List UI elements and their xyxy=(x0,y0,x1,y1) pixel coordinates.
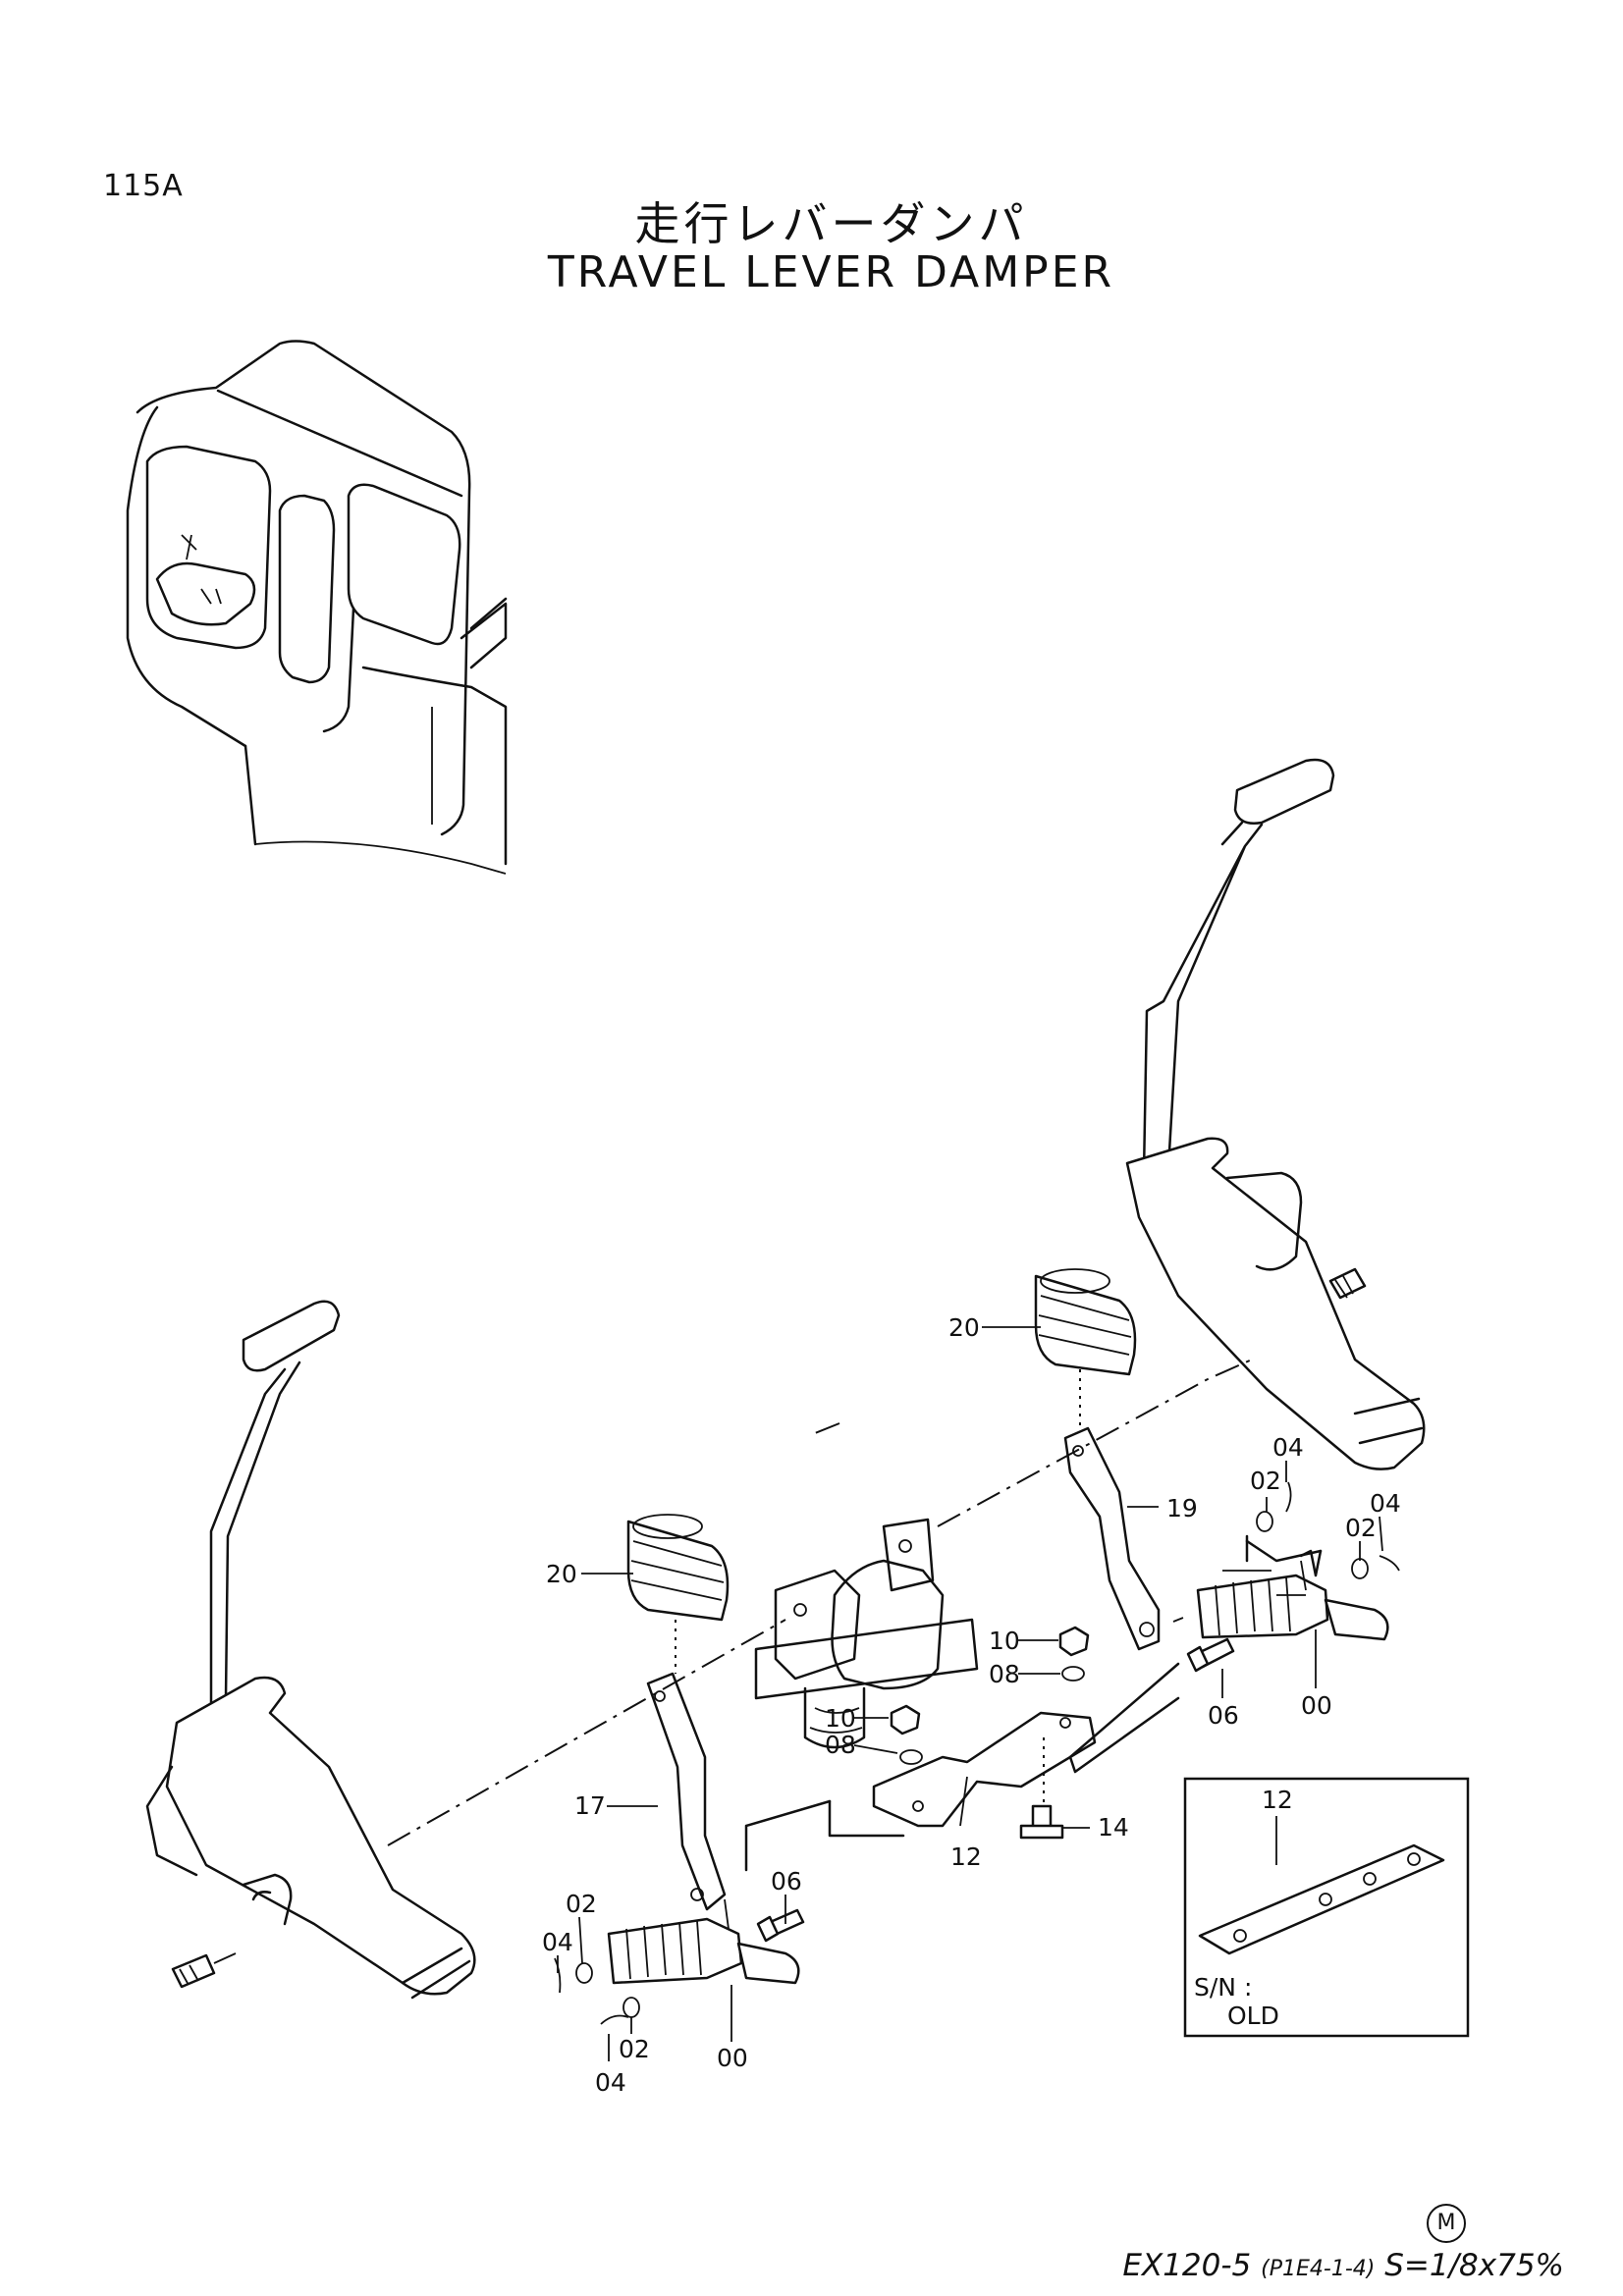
callout-08-upper: 08 xyxy=(989,1660,1020,1688)
bracket-17 xyxy=(646,1672,727,1911)
bolt-14 xyxy=(1019,1804,1064,1840)
callout-02-upper-right: 02 xyxy=(1345,1514,1377,1542)
inset-part-number: 12 xyxy=(1262,1786,1293,1814)
callout-04-lower-right: 04 xyxy=(595,2068,626,2097)
footer-reference: (P1E4-1-4) xyxy=(1261,2257,1376,2281)
callout-17: 17 xyxy=(574,1791,606,1820)
page-title-japanese: 走行レバーダンパ xyxy=(634,197,1028,250)
leader-lines xyxy=(557,1326,1383,2061)
callout-labels: 20 20 19 17 12 14 10 08 10 08 06 06 00 0… xyxy=(542,1313,1401,2097)
inset-old-plate: 12 S/N : OLD xyxy=(1183,1777,1470,2038)
left-travel-lever xyxy=(145,1300,476,2000)
callout-08-lower: 08 xyxy=(825,1731,856,1759)
inset-sn-value: OLD xyxy=(1227,2002,1279,2030)
callout-04-upper-right: 04 xyxy=(1370,1489,1401,1518)
spring-damper-lower xyxy=(607,1898,800,1985)
bolt-06-upper xyxy=(1186,1637,1235,1673)
spring-damper-upper xyxy=(1172,1560,1389,1641)
page-title-english: TRAVEL LEVER DAMPER xyxy=(547,247,1115,297)
footer-scale: S=1/8x75% xyxy=(1384,2248,1564,2283)
footer-model: EX120-5 xyxy=(1122,2248,1252,2283)
nuts-and-washers xyxy=(554,1481,1400,2025)
right-travel-lever xyxy=(1125,758,1426,1470)
circled-m-mark: M xyxy=(1427,2204,1466,2243)
excavator-cab-illustration xyxy=(126,340,508,875)
callout-20-lower: 20 xyxy=(546,1560,577,1588)
callout-02-lower-left: 02 xyxy=(566,1890,597,1918)
plate-12 xyxy=(872,1711,1097,1828)
callout-00-upper: 00 xyxy=(1301,1691,1332,1720)
callout-06-lower: 06 xyxy=(771,1867,802,1896)
callout-20-upper: 20 xyxy=(948,1313,980,1342)
callout-06-upper: 06 xyxy=(1208,1701,1239,1730)
footer-model-line: EX120-5 (P1E4-1-4) S=1/8x75% xyxy=(1122,2248,1564,2283)
inset-sn-label: S/N : xyxy=(1194,1973,1252,2002)
damper-boot-upper xyxy=(1034,1268,1137,1376)
callout-04-upper-left: 04 xyxy=(1272,1433,1304,1462)
callout-12: 12 xyxy=(950,1842,982,1871)
callout-04-lower-left: 04 xyxy=(542,1928,573,1956)
callout-02-upper-left: 02 xyxy=(1250,1467,1281,1495)
callout-14: 14 xyxy=(1098,1813,1129,1842)
pilot-valve-housing xyxy=(754,1518,979,1749)
callout-10-upper: 10 xyxy=(989,1627,1020,1655)
page-code: 115A xyxy=(103,169,184,203)
callout-19: 19 xyxy=(1166,1494,1198,1522)
bracket-19 xyxy=(1063,1426,1161,1651)
callout-10-lower: 10 xyxy=(825,1704,856,1733)
bolt-06-lower xyxy=(756,1908,805,1943)
callout-02-lower-right: 02 xyxy=(619,2035,650,2063)
damper-boot-lower xyxy=(626,1514,730,1622)
assembly-lines xyxy=(387,1359,1323,1872)
callout-00-lower: 00 xyxy=(717,2044,748,2072)
